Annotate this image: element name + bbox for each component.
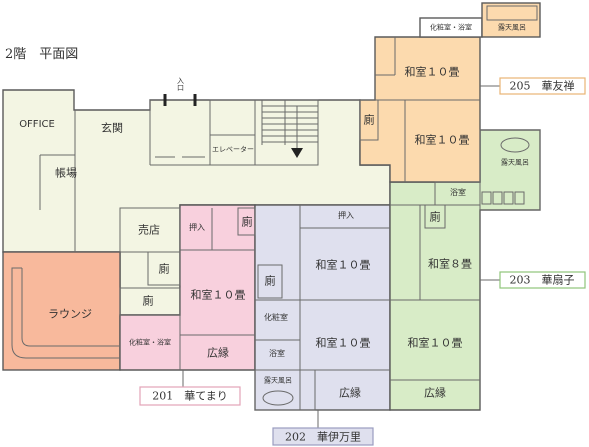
room-label-connectors — [182, 85, 500, 428]
shop-label: 売店 — [138, 223, 160, 237]
room-202-name-label: 202 華伊万里 — [285, 430, 361, 444]
stairs-down-arrow-icon — [291, 148, 303, 158]
entrance-markers — [163, 94, 197, 106]
room-201-washitsu-label: 和室１０畳 — [190, 288, 246, 302]
room-202-rotenburo-tub — [262, 390, 294, 406]
stairs — [254, 99, 319, 166]
room-205-toilet-label: 廁 — [363, 113, 375, 127]
room-203-rotenburo-tub — [500, 137, 530, 153]
room-202-area — [254, 204, 391, 411]
room-202-washitsu-label: 和室１０畳 — [315, 336, 371, 350]
entrance-label: 入口 — [176, 77, 185, 91]
room-201-oshiire-label: 押入 — [189, 223, 205, 232]
room-203-rotenburo-label: 露天風呂 — [501, 158, 529, 167]
room-201-powder-bath-label: 化粧室・浴室 — [129, 338, 171, 347]
room-202-oshiire-label: 押入 — [338, 211, 354, 220]
lounge-label: ラウンジ — [48, 307, 92, 321]
room-203-label-box — [499, 271, 586, 289]
toilet-label: 廁 — [142, 294, 154, 308]
elevator-label: エレベーター — [212, 145, 254, 154]
room-202-walls — [254, 205, 390, 411]
room-202-bath-label: 浴室 — [269, 349, 285, 358]
room-202-toilet-label: 廁 — [264, 274, 276, 288]
room-202-washitsu-label: 和室１０畳 — [315, 258, 371, 272]
genkan-label: 玄関 — [101, 121, 123, 135]
room-205-washitsu-label: 和室１０畳 — [404, 65, 460, 79]
chouba-label: 帳場 — [55, 166, 77, 180]
room-202-label-box — [272, 427, 374, 446]
room-205-washitsu-label: 和室１０畳 — [414, 133, 470, 147]
room-205-powder-bath-label: 化粧室・浴室 — [430, 23, 472, 32]
page-title: 2階 平面図 — [5, 47, 79, 62]
lounge-sofa — [11, 267, 120, 359]
room-202-rotenburo-label: 露天風呂 — [264, 376, 292, 385]
room-201-name-label: 201 華てまり — [152, 389, 228, 403]
room-205-name-label: 205 華友禅 — [509, 79, 575, 93]
room-203-toilet-label: 廁 — [429, 210, 441, 224]
room-201-toilet-label: 廁 — [241, 215, 253, 229]
room-203-hiroen-label: 広縁 — [424, 386, 446, 400]
room-203-bath-label: 浴室 — [450, 188, 466, 197]
room-202-powder-label: 化粧室 — [264, 313, 288, 322]
room-205-walls — [359, 5, 538, 182]
room-203-walkway — [481, 191, 525, 205]
room-202-hiroen-label: 広縁 — [339, 386, 361, 400]
room-205-label-box — [499, 77, 586, 95]
office-label: OFFICE — [19, 119, 55, 130]
room-203-washitsu-10-label: 和室１０畳 — [407, 336, 463, 350]
toilet-label: 廁 — [158, 262, 170, 276]
room-203-walls — [390, 129, 541, 381]
room-201-hiroen-label: 広縁 — [207, 346, 229, 360]
room-205-rotenburo-label: 露天風呂 — [498, 23, 526, 32]
room-203-washitsu-8-label: 和室８畳 — [428, 257, 472, 271]
room-201-walls — [179, 207, 256, 370]
room-201-label-box — [139, 386, 241, 406]
room-203-name-label: 203 華扇子 — [509, 273, 575, 287]
